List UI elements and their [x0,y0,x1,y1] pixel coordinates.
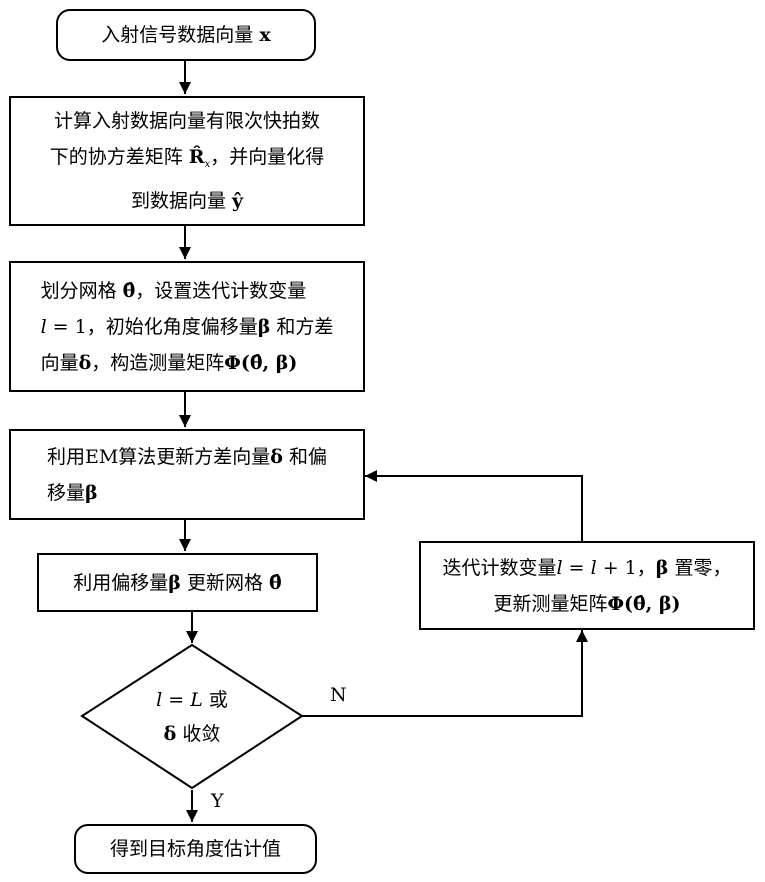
grid-line-3: 向量δ，构造测量矩阵Φ(θ̂, β) [41,345,334,381]
node-start: 入射信号数据向量 x [56,9,316,61]
symbol-theta-hat: θ̂ [123,280,136,302]
symbol-phi: Φ(θ̂, β) [224,352,297,374]
symbol-beta: β [85,482,98,504]
symbol-theta-hat: θ̂ [269,572,282,594]
node-grid-init: 划分网格 θ̂，设置迭代计数变量 l = 1，初始化角度偏移量β 和方差 向量δ… [9,261,365,392]
label-no: N [330,684,347,706]
grid-line-1: 划分网格 θ̂，设置迭代计数变量 [41,273,334,309]
decision-line-2: δ 收敛 [156,717,228,751]
node-start-text: 入射信号数据向量 [101,24,253,46]
node-end: 得到目标角度估计值 [74,824,317,874]
symbol-delta: δ [79,352,92,374]
symbol-y-hat: ŷ [232,190,243,212]
cov-line-1: 计算入射数据向量有限次快拍数 [50,103,325,139]
label-yes: Y [211,790,224,812]
em-line-2: 移量β [47,475,327,511]
symbol-delta: δ [164,723,177,745]
node-em-update: 利用EM算法更新方差向量δ 和偏 移量β [9,429,365,520]
node-decision: l = L 或 δ 收敛 [82,645,302,788]
node-covariance: 计算入射数据向量有限次快拍数 下的协方差矩阵 R̂x，并向量化得 到数据向量 ŷ [9,96,365,226]
var-x: x [259,24,270,46]
symbol-beta: β [258,316,271,338]
symbol-R-hat: R̂ [189,146,205,168]
em-line-1: 利用EM算法更新方差向量δ 和偏 [47,439,327,475]
symbol-beta: β [656,557,669,579]
symbol-beta: β [168,572,181,594]
node-end-text: 得到目标角度估计值 [110,831,281,867]
grid-line-2: l = 1，初始化角度偏移量β 和方差 [41,309,334,345]
iterate-line-2: 更新测量矩阵Φ(θ̂, β) [443,586,732,622]
arrow-iterate-to-em [365,476,582,541]
symbol-delta: δ [270,446,283,468]
cov-line-2: 下的协方差矩阵 R̂x，并向量化得 [50,139,325,183]
symbol-phi: Φ(θ̂, β) [607,593,680,615]
node-iterate: 迭代计数变量l = l + 1，β 置零， 更新测量矩阵Φ(θ̂, β) [419,541,755,630]
node-update-grid: 利用偏移量β 更新网格 θ̂ [37,553,318,612]
iterate-line-1: 迭代计数变量l = l + 1，β 置零， [443,550,732,586]
decision-line-1: l = L 或 [156,683,228,717]
cov-line-3: 到数据向量 ŷ [50,183,325,219]
var-L: L [190,689,203,711]
